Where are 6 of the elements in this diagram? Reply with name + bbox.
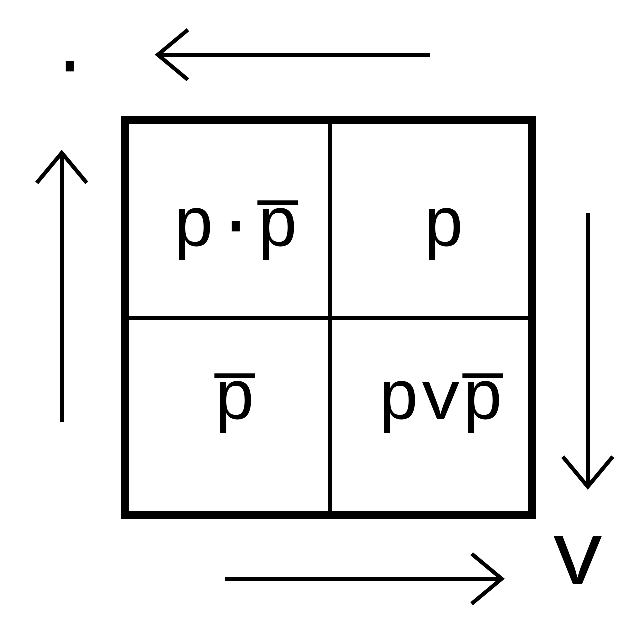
- logic-expression: pvp̅: [384, 374, 504, 434]
- logic-expression: p·p̅: [179, 200, 298, 261]
- logic-expression: p̅: [214, 374, 256, 434]
- operator-label: ·: [66, 61, 74, 72]
- operator-label: v: [554, 536, 602, 584]
- logic-expression: p: [429, 208, 460, 261]
